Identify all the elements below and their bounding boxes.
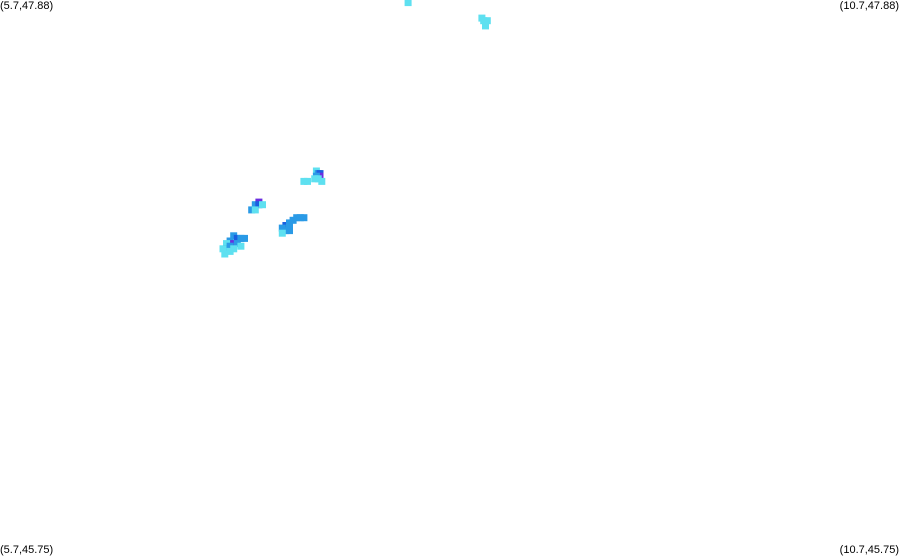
precip-cell-medium bbox=[233, 240, 241, 248]
precip-cell-light bbox=[230, 245, 238, 253]
precip-cell-light bbox=[300, 177, 308, 185]
precip-cell-light bbox=[237, 242, 245, 250]
precip-cell-light bbox=[304, 177, 311, 185]
precip-cell-medium bbox=[289, 216, 297, 224]
precip-cell-light bbox=[404, 0, 412, 7]
precip-cell-medium bbox=[300, 214, 308, 222]
precip-cell-medium bbox=[282, 227, 290, 235]
precip-cell-light bbox=[278, 229, 286, 237]
precip-cell-light bbox=[311, 175, 319, 183]
precip-cell-light bbox=[259, 201, 266, 209]
precipitation-layer bbox=[219, 0, 491, 258]
precip-cell-medium bbox=[241, 234, 248, 242]
precip-cell-light bbox=[483, 17, 491, 25]
precip-cell-medium bbox=[286, 222, 293, 229]
precip-cell-light bbox=[482, 22, 489, 30]
precip-cell-medium bbox=[286, 227, 293, 235]
corner-label-top-left: (5.7,47.88) bbox=[0, 0, 54, 12]
precip-cell-medium bbox=[296, 214, 304, 222]
precip-cell-medium bbox=[226, 242, 234, 250]
precip-cell-light bbox=[318, 177, 326, 185]
precip-cell-medium bbox=[251, 201, 259, 209]
precip-cell-light bbox=[223, 240, 230, 248]
precip-cell-strong bbox=[233, 234, 241, 242]
corner-label-bottom-left: (5.7,45.75) bbox=[0, 544, 54, 556]
precip-cell-light bbox=[226, 247, 234, 255]
corner-label-bottom-right: (10.7,45.75) bbox=[839, 544, 899, 556]
precip-cell-strong bbox=[282, 222, 290, 229]
precip-cell-strong bbox=[255, 201, 263, 209]
precip-cell-light bbox=[221, 250, 229, 258]
precip-cell-light bbox=[480, 17, 488, 25]
corner-label-top-right: (10.7,47.88) bbox=[839, 0, 899, 12]
precip-cell-medium bbox=[248, 206, 256, 214]
precip-cell-medium bbox=[230, 232, 238, 240]
precip-cell-medium bbox=[278, 224, 286, 232]
precip-cell-light bbox=[251, 206, 259, 214]
precip-cell-light bbox=[219, 245, 227, 253]
precip-cell-medium bbox=[237, 234, 245, 242]
precip-cell-medium bbox=[293, 214, 301, 222]
precip-cell-medium bbox=[226, 237, 234, 245]
precip-cell-heavy bbox=[230, 240, 238, 248]
